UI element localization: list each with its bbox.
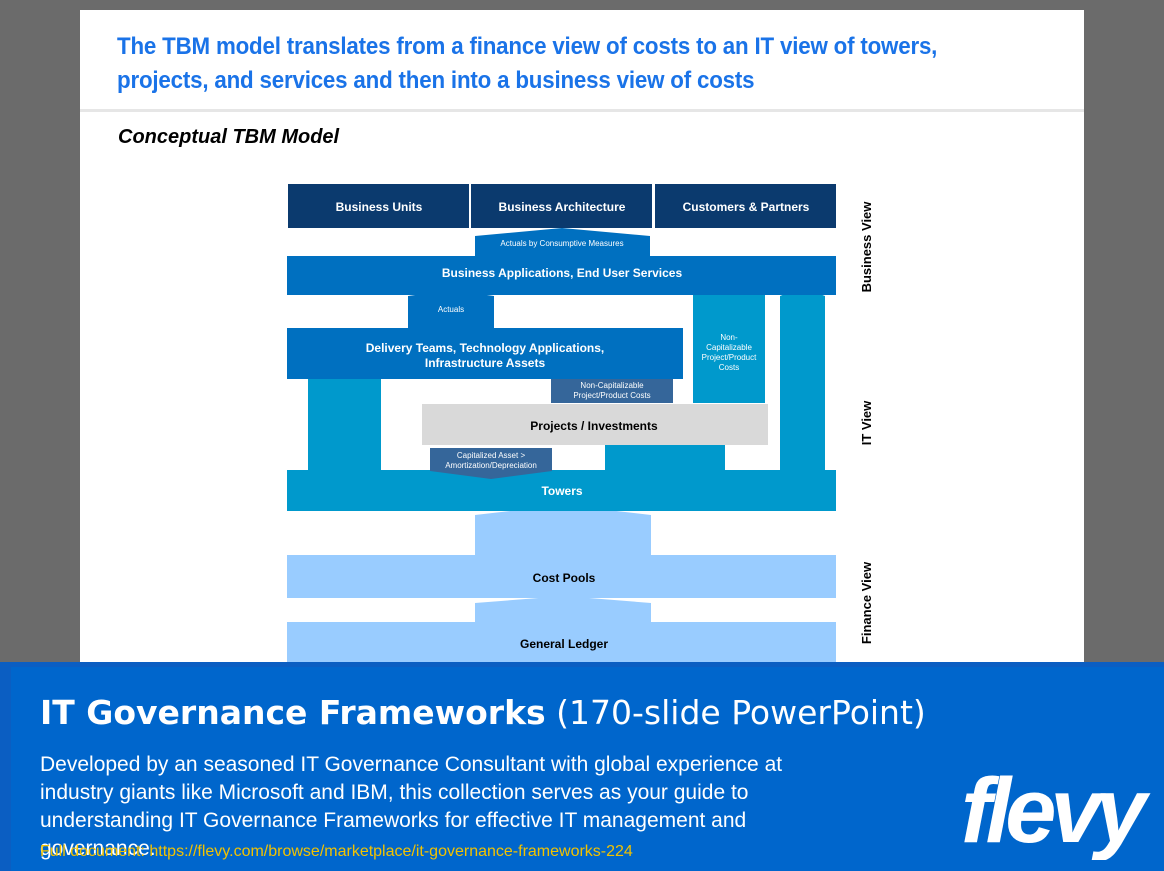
- flevy-logo[interactable]: flevy: [955, 760, 1155, 860]
- projects-investments-box: [422, 404, 768, 445]
- banner-title-light: (170-slide PowerPoint): [556, 693, 926, 732]
- capitalized-asset-line2: Amortization/Depreciation: [445, 461, 537, 470]
- it-view-label: IT View: [859, 400, 874, 445]
- business-units-box: [288, 184, 469, 228]
- noncap-tab-line1: Non-Capitalizable: [580, 381, 644, 390]
- noncap-right-line1: Non-: [720, 333, 738, 342]
- general-ledger-label: General Ledger: [520, 637, 608, 651]
- delivery-teams-line1: Delivery Teams, Technology Applications,: [366, 341, 605, 355]
- business-applications-label: Business Applications, End User Services: [442, 266, 683, 280]
- tbm-model-diagram: General Ledger Cost Pools Towers Project…: [287, 184, 874, 670]
- capitalized-asset-tab: [430, 448, 552, 479]
- noncap-right-line2: Capitalizable: [706, 343, 752, 352]
- noncap-right-line4: Costs: [719, 363, 739, 372]
- customers-partners-label: Customers & Partners: [683, 200, 810, 214]
- capitalized-asset-line1: Capitalized Asset >: [457, 451, 526, 460]
- business-view-label: Business View: [859, 201, 874, 293]
- banner-title-bold: IT Governance Frameworks: [40, 693, 546, 732]
- title-divider: [80, 109, 1084, 112]
- cost-pools-arrow: [475, 505, 651, 555]
- business-units-label: Business Units: [336, 200, 423, 214]
- actuals-consumptive-label: Actuals by Consumptive Measures: [500, 239, 623, 248]
- towers-box: [287, 470, 836, 511]
- cost-pools-label: Cost Pools: [533, 571, 596, 585]
- slide-subtitle: Conceptual TBM Model: [118, 126, 340, 148]
- slide-title: The TBM model translates from a finance …: [117, 33, 938, 94]
- banner-title: IT Governance Frameworks (170-slide Powe…: [40, 693, 926, 732]
- business-architecture-box: [471, 184, 652, 228]
- actuals-arrow: [408, 290, 494, 328]
- slide: The TBM model translates from a finance …: [80, 10, 1084, 670]
- cost-pools-box: [287, 555, 836, 598]
- promo-banner: IT Governance Frameworks (170-slide Powe…: [0, 662, 1164, 871]
- business-applications-box: [287, 256, 836, 295]
- projects-investments-label: Projects / Investments: [530, 419, 658, 433]
- general-ledger-arrow: [475, 596, 651, 622]
- business-architecture-label: Business Architecture: [499, 200, 626, 214]
- delivery-teams-line2: Infrastructure Assets: [425, 356, 546, 370]
- towers-label: Towers: [541, 484, 582, 498]
- banner-description: Developed by an seasoned IT Governance C…: [40, 753, 783, 860]
- right-teal-arrow: [780, 287, 825, 470]
- actuals-label: Actuals: [438, 305, 464, 314]
- finance-view-label: Finance View: [859, 561, 874, 644]
- banner-document-link[interactable]: Full document: https://flevy.com/browse/…: [40, 843, 633, 860]
- svg-text:flevy: flevy: [961, 760, 1151, 860]
- noncap-tab-line2: Project/Product Costs: [573, 391, 650, 400]
- delivery-teams-box: [287, 328, 683, 379]
- customers-partners-box: [655, 184, 836, 228]
- noncap-teal-arrow: [693, 285, 765, 403]
- actuals-consumptive-arrow: [475, 228, 650, 256]
- left-teal-arrow: [308, 371, 381, 470]
- noncap-costs-tab: [551, 379, 673, 403]
- promo-banner-inner: IT Governance Frameworks (170-slide Powe…: [11, 667, 1164, 871]
- noncap-right-line3: Project/Product: [702, 353, 757, 362]
